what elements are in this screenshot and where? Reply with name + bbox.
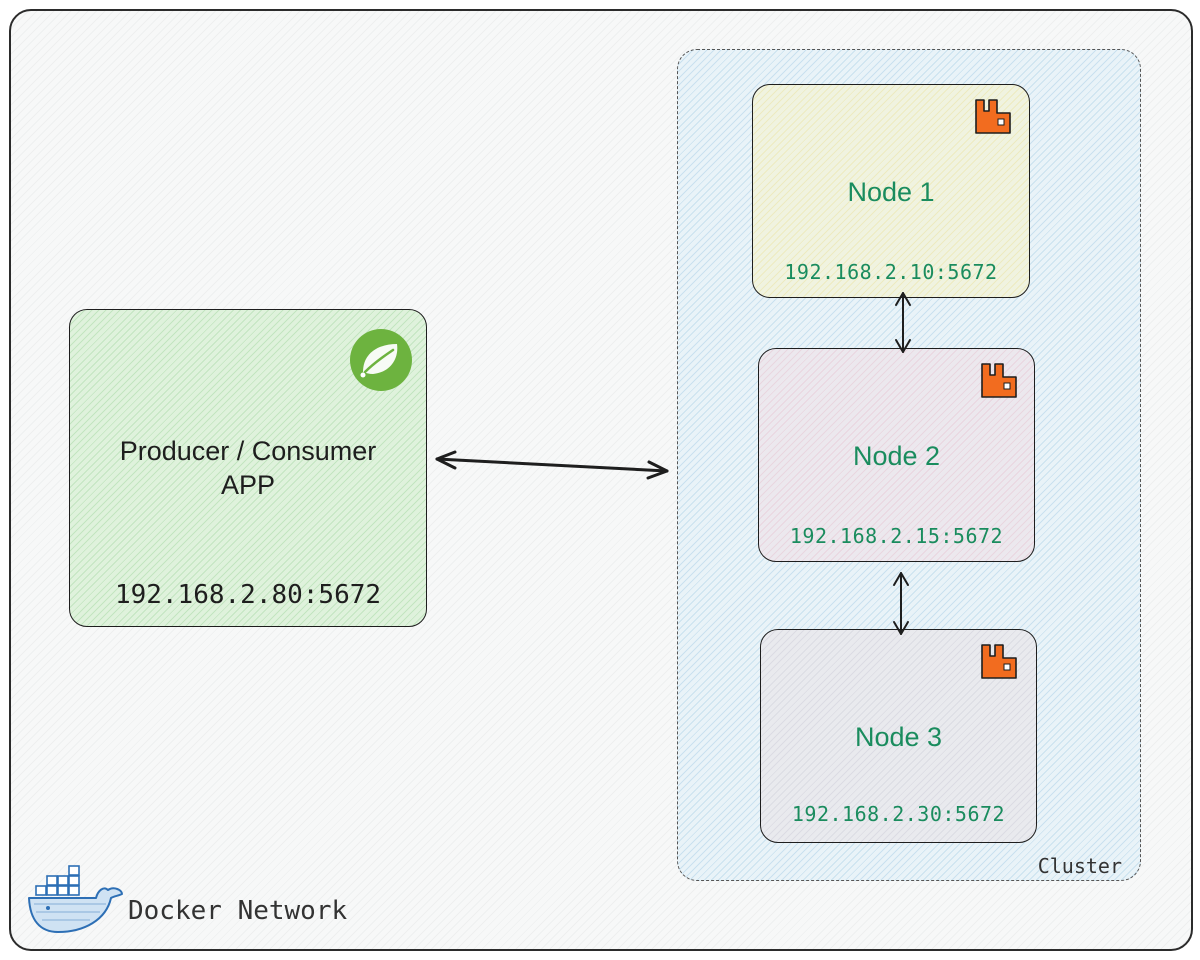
app-title-line-2: APP [220, 470, 276, 500]
spring-leaf-icon [350, 329, 412, 391]
node-1-address: 192.168.2.10:5672 [784, 260, 998, 284]
rabbitmq-icon [981, 644, 1017, 679]
node-2-title: Node 2 [852, 441, 941, 471]
node-2-box[interactable]: Node 2 192.168.2.15:5672 [758, 348, 1035, 562]
node-2-address: 192.168.2.15:5672 [789, 524, 1004, 548]
docker-network-label: Docker Network [128, 896, 348, 926]
rabbitmq-icon [981, 363, 1017, 398]
app-address: 192.168.2.80:5672 [114, 580, 382, 610]
node-1-box[interactable]: Node 1 192.168.2.10:5672 [752, 84, 1030, 298]
node-3-title: Node 3 [854, 722, 943, 752]
node-3-address: 192.168.2.30:5672 [791, 802, 1006, 826]
node-1-title: Node 1 [847, 177, 935, 207]
docker-whale-icon [28, 865, 123, 933]
node-3-box[interactable]: Node 3 192.168.2.30:5672 [760, 629, 1037, 843]
cluster-label: Cluster [1037, 854, 1122, 878]
app-title-line-1: Producer / Consumer [119, 436, 377, 466]
rabbitmq-icon [975, 99, 1011, 134]
